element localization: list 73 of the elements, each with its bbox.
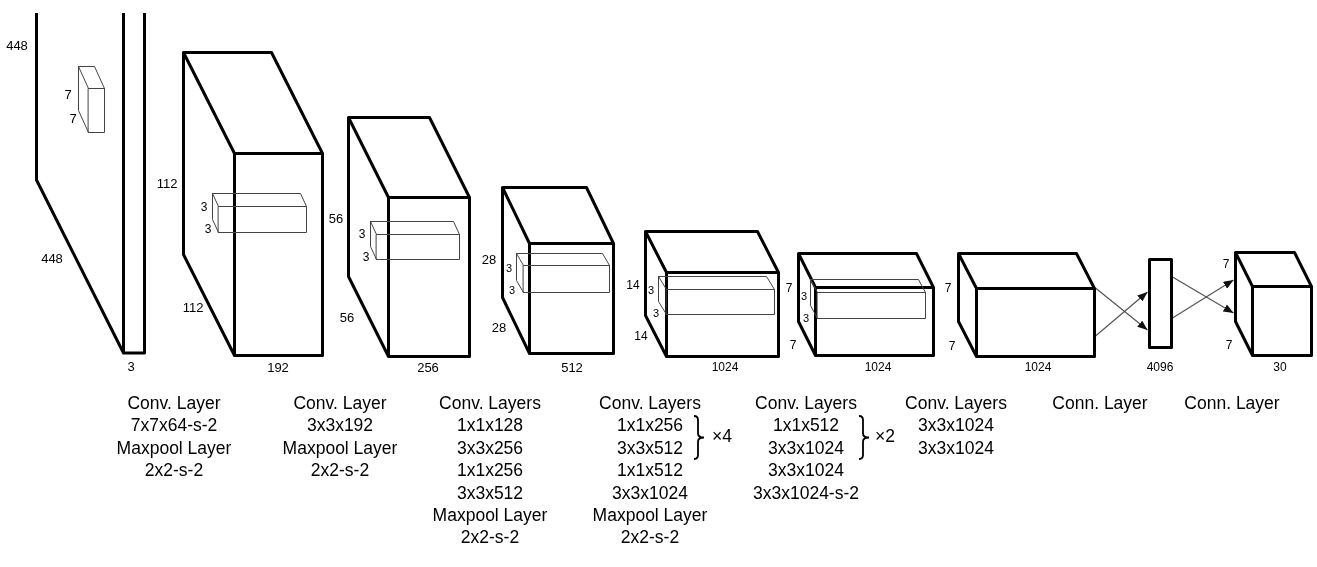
dimension-label: 1024	[1024, 361, 1052, 373]
dimension-label: 7	[1222, 258, 1230, 270]
layer-caption: 3x3x1024	[918, 440, 994, 458]
dimension-label: 7	[64, 87, 72, 101]
dimension-label: 14	[626, 279, 640, 291]
layer-caption: Conn. Layer	[1052, 395, 1148, 413]
layer-caption: 3x3x512	[616, 440, 684, 458]
dimension-label: 3	[204, 223, 212, 235]
dimension-label: 3	[127, 359, 135, 373]
layer-caption: 3x3x1024-s-2	[753, 485, 859, 503]
layer-caption: Conv. Layer	[127, 395, 221, 413]
dimension-label: 256	[417, 360, 439, 374]
layer-caption: 1x1x256	[616, 417, 684, 435]
layer-caption: 2x2-s-2	[144, 462, 204, 480]
layer-caption: 3x3x192	[306, 417, 374, 435]
dimension-label: 7	[69, 111, 77, 125]
dimension-label: 56	[328, 211, 344, 225]
dimension-label: 14	[634, 330, 648, 342]
dimension-label: 3	[508, 284, 516, 296]
dimension-label: 3	[652, 307, 660, 319]
layer-caption: 2x2-s-2	[460, 529, 520, 547]
dimension-label: 3	[362, 251, 370, 263]
dimension-label: 3	[505, 262, 513, 274]
dimension-label: 3	[647, 284, 655, 296]
layer-caption: 1x1x512	[616, 462, 684, 480]
repeat-count: ×4	[712, 428, 732, 446]
layer-caption: 1x1x128	[456, 417, 524, 435]
repeat-count: ×2	[875, 428, 895, 446]
dimension-label: 7	[785, 282, 793, 294]
dimension-label: 3	[800, 290, 808, 302]
layer-caption: Maxpool Layer	[432, 507, 548, 525]
arrow	[1094, 291, 1149, 337]
dimension-label: 1024	[864, 361, 892, 373]
layer-caption: Maxpool Layer	[592, 507, 708, 525]
arrow	[1094, 287, 1149, 331]
dimension-label: 7	[944, 282, 952, 294]
layer-caption: 1x1x256	[456, 462, 524, 480]
dimension-label: 112	[182, 300, 204, 314]
dimension-label: 512	[561, 360, 583, 374]
layer-caption: Conv. Layers	[905, 395, 1007, 413]
layer-caption: 3x3x1024	[612, 485, 688, 503]
layer-caption: 3x3x1024	[768, 440, 844, 458]
dimension-label: 3	[358, 228, 366, 240]
dimension-label: 28	[481, 252, 497, 266]
dimension-label: 192	[267, 360, 289, 374]
layer-caption: 3x3x512	[456, 485, 524, 503]
dimension-label: 7	[948, 340, 956, 352]
dimension-label: 30	[1273, 361, 1287, 373]
layer-caption: 7x7x64-s-2	[130, 417, 218, 435]
dimension-label: 7	[1225, 339, 1233, 351]
layer-caption: Conn. Layer	[1184, 395, 1280, 413]
layer-caption: Maxpool Layer	[282, 440, 398, 458]
dimension-label: 4096	[1146, 361, 1174, 373]
layer-caption: Conv. Layer	[293, 395, 387, 413]
layer-caption: Conv. Layers	[755, 395, 857, 413]
dimension-label: 1024	[711, 361, 739, 373]
layer-caption: 2x2-s-2	[310, 462, 370, 480]
dimension-label: 7	[789, 339, 797, 351]
layer-caption: Conv. Layers	[439, 395, 541, 413]
layer-caption: 3x3x1024	[768, 462, 844, 480]
dimension-label: 28	[491, 320, 507, 334]
dimension-label: 3	[200, 201, 208, 213]
dimension-label: 56	[339, 310, 355, 324]
dimension-label: 3	[802, 312, 810, 324]
dimension-label: 112	[156, 176, 178, 190]
layer-caption: 3x3x256	[456, 440, 524, 458]
layer-caption: Conv. Layers	[599, 395, 701, 413]
dimension-label: 448	[41, 251, 63, 265]
dimension-label: 448	[6, 38, 28, 52]
layer-caption: 1x1x512	[772, 417, 840, 435]
layer-caption: 3x3x1024	[918, 417, 994, 435]
layer-caption: Maxpool Layer	[116, 440, 232, 458]
layer-caption: 2x2-s-2	[620, 529, 680, 547]
